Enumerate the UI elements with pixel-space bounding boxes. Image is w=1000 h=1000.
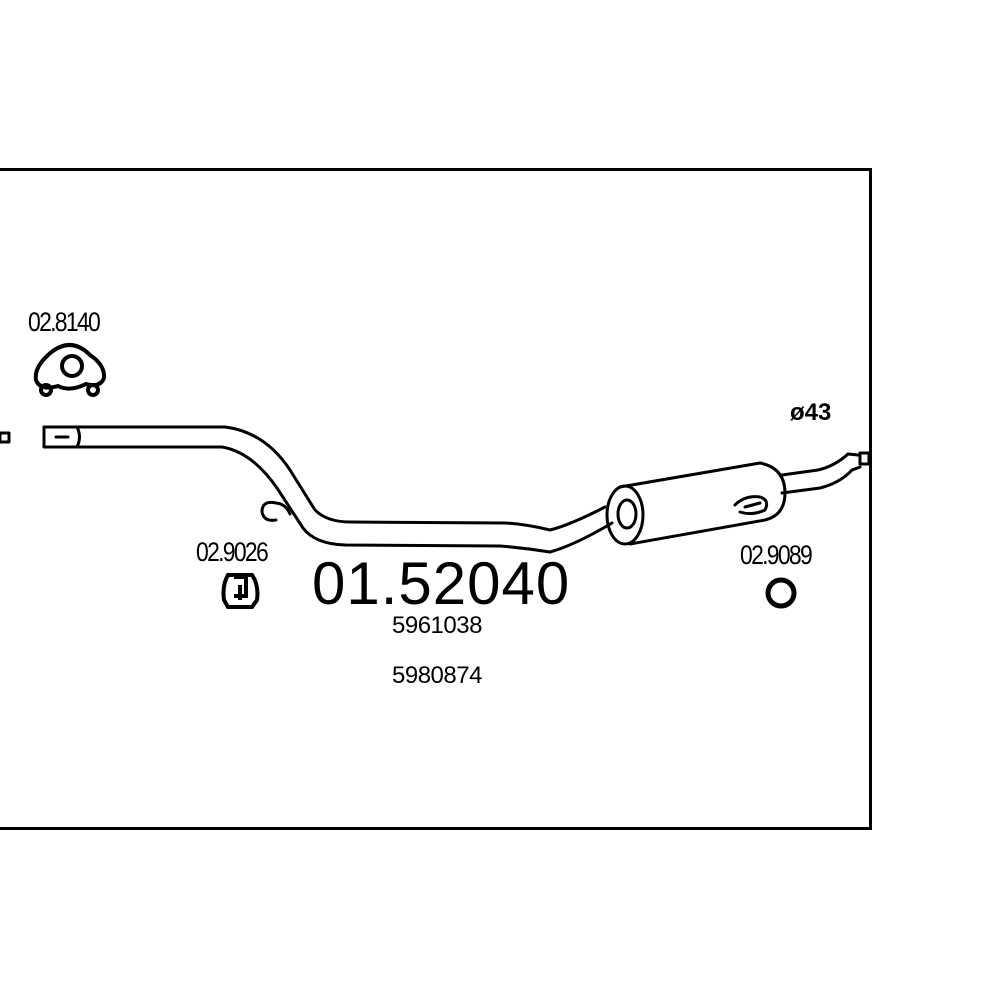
tailpipe-lower: [780, 465, 862, 495]
pipe-end-marker-left: [0, 431, 11, 444]
muffler-front-cap: [605, 484, 645, 546]
oe-number-1: 5961038: [392, 612, 482, 639]
ring-hanger-code: 02.9089: [740, 540, 813, 570]
rubber-hanger-icon: [33, 343, 107, 397]
oe-number-2: 5980874: [392, 662, 482, 689]
muffler-bracket: [733, 495, 769, 516]
ring-hanger-icon: [765, 577, 797, 609]
muffler-inlet: [616, 498, 638, 530]
pipe-hook: [260, 500, 292, 522]
pipe-end-marker-right: [858, 451, 871, 466]
rubber-hanger-code: 02.8140: [28, 307, 101, 337]
hook-hanger-icon: [221, 573, 260, 609]
exhaust-pipe-lower: [75, 445, 614, 554]
main-part-number: 01.52040: [312, 550, 571, 617]
pipe-diameter-label: ø43: [790, 399, 832, 426]
hook-hanger-code: 02.9026: [196, 537, 269, 567]
exhaust-pipe-upper: [75, 425, 607, 532]
diagram-frame: [0, 168, 872, 830]
tailpipe-upper: [780, 452, 860, 477]
